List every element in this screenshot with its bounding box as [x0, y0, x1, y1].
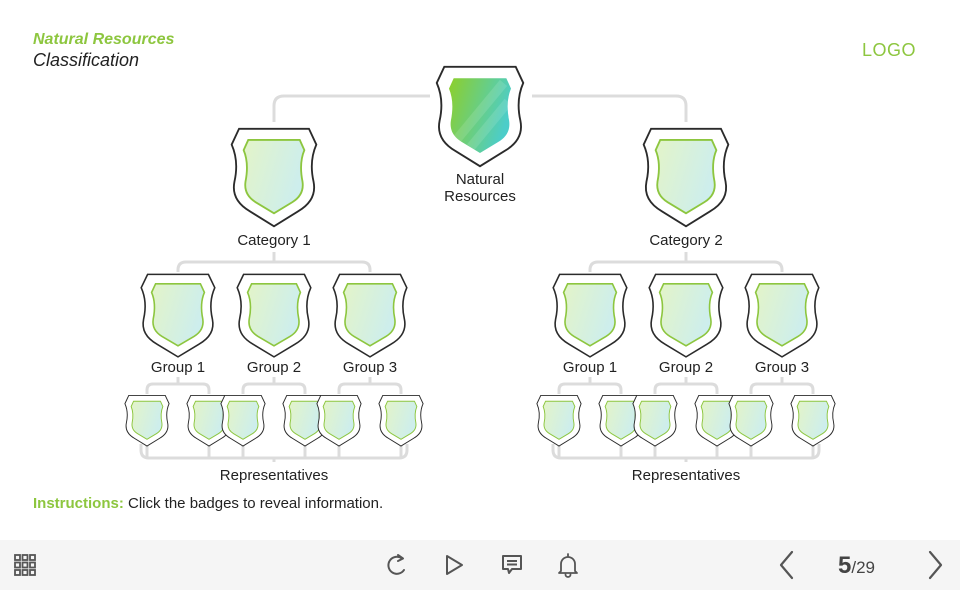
- connector-root-left: [272, 94, 430, 122]
- shield-badge-icon: [435, 65, 525, 168]
- badge-category-2-group-2-rep-2[interactable]: [693, 394, 741, 448]
- shield-badge-icon: [236, 273, 312, 358]
- slide-title-block: Natural Resources Classification: [33, 30, 174, 71]
- group-label: Group 3: [342, 359, 398, 376]
- representatives-label: Representatives: [219, 467, 329, 484]
- notifications-button[interactable]: [551, 540, 585, 590]
- badge-category-1-group-2[interactable]: [234, 272, 314, 360]
- badge-category-2-group-3[interactable]: [742, 272, 822, 360]
- badge-category-2-group-3-rep-1[interactable]: [727, 394, 775, 448]
- root-label: Natural Resources: [444, 171, 516, 205]
- shield-badge-icon: [728, 394, 774, 447]
- badge-root[interactable]: [433, 64, 527, 170]
- shield-badge-icon: [694, 394, 740, 447]
- page-indicator: 5/29: [838, 552, 875, 580]
- grid-menu-icon: [14, 554, 36, 576]
- player-footer: [0, 540, 960, 590]
- group-label: Group 2: [246, 359, 302, 376]
- shield-badge-icon: [744, 273, 820, 358]
- group-label: Group 2: [658, 359, 714, 376]
- badge-category-1-group-3[interactable]: [330, 272, 410, 360]
- play-icon: [446, 555, 463, 575]
- connector-group-representatives: [145, 382, 211, 394]
- group-label: Group 1: [150, 359, 206, 376]
- connector-lines: [139, 94, 821, 462]
- connector-group-representatives: [749, 382, 815, 394]
- shield-badge-icon: [230, 127, 318, 228]
- connector-category-groups: [176, 260, 372, 272]
- badge-category-1-group-1[interactable]: [138, 272, 218, 360]
- badge-category-2-group-2-rep-1[interactable]: [631, 394, 679, 448]
- badge-category-2-group-1-rep-2[interactable]: [597, 394, 645, 448]
- badge-category-1-group-3-rep-2[interactable]: [377, 394, 425, 448]
- badge-category-2-group-1[interactable]: [550, 272, 630, 360]
- badge-category-1-group-2-rep-1[interactable]: [219, 394, 267, 448]
- connector-representatives-bottom: [551, 444, 821, 460]
- shield-badge-icon: [220, 394, 266, 447]
- shield-badge-icon: [648, 273, 724, 358]
- current-page: 5: [838, 552, 852, 579]
- replay-icon: [387, 554, 405, 575]
- connector-representatives-bottom: [139, 444, 409, 460]
- notes-button[interactable]: [495, 540, 529, 590]
- menu-button[interactable]: [8, 540, 42, 590]
- category-label: Category 2: [649, 232, 723, 249]
- shield-badge-icon: [632, 394, 678, 447]
- previous-slide-button[interactable]: [770, 540, 804, 590]
- badge-category-2-group-1-rep-1[interactable]: [535, 394, 583, 448]
- badge-category-2-group-3-rep-2[interactable]: [789, 394, 837, 448]
- shield-badge-icon: [140, 273, 216, 358]
- play-button[interactable]: [437, 540, 471, 590]
- instructions-label: Instructions:: [33, 495, 124, 512]
- badge-category-1-group-1-rep-1[interactable]: [123, 394, 171, 448]
- total-pages: /29: [851, 558, 875, 577]
- representatives-label: Representatives: [631, 467, 741, 484]
- connector-group-representatives: [653, 382, 719, 394]
- shield-badge-icon: [552, 273, 628, 358]
- chevron-right-icon: [928, 550, 943, 580]
- connector-category-groups: [588, 260, 784, 272]
- badge-category-2-group-2[interactable]: [646, 272, 726, 360]
- instructions-text: Click the badges to reveal information.: [123, 495, 384, 512]
- group-label: Group 1: [562, 359, 618, 376]
- shield-badge-icon: [598, 394, 644, 447]
- shield-badge-icon: [332, 273, 408, 358]
- classification-tree: Natural Resources Category 1 Group 1 Gro…: [123, 64, 837, 484]
- shield-badge-icon: [536, 394, 582, 447]
- shield-badge-icon: [124, 394, 170, 447]
- shield-badge-icon: [316, 394, 362, 447]
- category-label: Category 1: [237, 232, 311, 249]
- logo: LOGO: [861, 40, 916, 60]
- shield-badge-icon: [790, 394, 836, 447]
- badge-category-2[interactable]: [640, 126, 732, 230]
- connector-group-representatives: [241, 382, 307, 394]
- slide-title: Natural Resources: [33, 31, 175, 48]
- connector-root-right: [532, 94, 688, 122]
- chevron-left-icon: [779, 550, 794, 580]
- badge-category-1-group-3-rep-1[interactable]: [315, 394, 363, 448]
- replay-button[interactable]: [380, 540, 414, 590]
- shield-badge-icon: [378, 394, 424, 447]
- next-slide-button[interactable]: [918, 540, 952, 590]
- badge-category-1-group-2-rep-2[interactable]: [281, 394, 329, 448]
- shield-badge-icon: [642, 127, 730, 228]
- slide-subtitle: Classification: [33, 50, 140, 70]
- connector-group-representatives: [337, 382, 403, 394]
- bell-icon: [558, 553, 578, 578]
- group-label: Group 3: [754, 359, 810, 376]
- connector-group-representatives: [557, 382, 623, 394]
- shield-badge-icon: [282, 394, 328, 447]
- badge-category-1[interactable]: [228, 126, 320, 230]
- comment-icon: [502, 555, 522, 574]
- instructions: Instructions: Click the badges to reveal…: [33, 495, 383, 512]
